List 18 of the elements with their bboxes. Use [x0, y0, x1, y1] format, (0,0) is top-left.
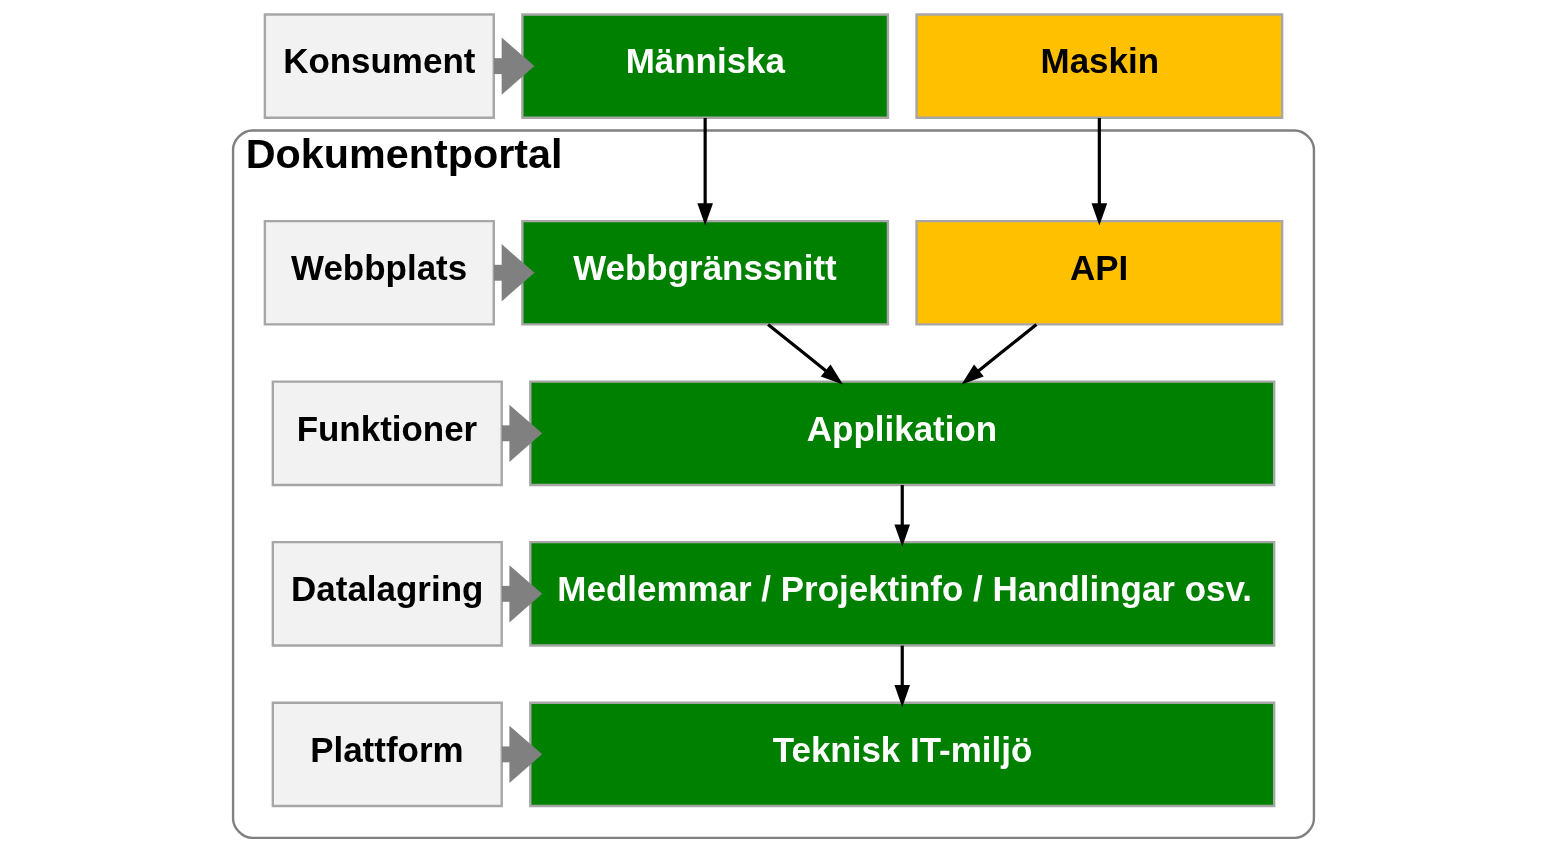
- node-box: Människa: [520, 13, 889, 119]
- node-box: Webbgränssnitt: [520, 219, 889, 326]
- node-box: API: [914, 219, 1283, 326]
- node-box: Medlemmar / Projektinfo / Handlingar osv.: [528, 540, 1275, 647]
- node-box: Funktioner: [271, 380, 503, 487]
- node-box: Teknisk IT-miljö: [528, 701, 1275, 808]
- arrow: [893, 485, 910, 547]
- node-box: Applikation: [528, 380, 1275, 487]
- node-box: Plattform: [271, 701, 503, 808]
- node-box: Datalagring: [271, 540, 503, 647]
- node-box: Maskin: [914, 13, 1283, 119]
- arrow: [893, 645, 910, 708]
- arrow: [1091, 118, 1107, 226]
- arrow: [766, 323, 843, 385]
- arrow: [696, 118, 713, 226]
- node-box: Konsument: [263, 13, 495, 119]
- node-box: Webbplats: [263, 219, 495, 326]
- arrow: [960, 323, 1037, 385]
